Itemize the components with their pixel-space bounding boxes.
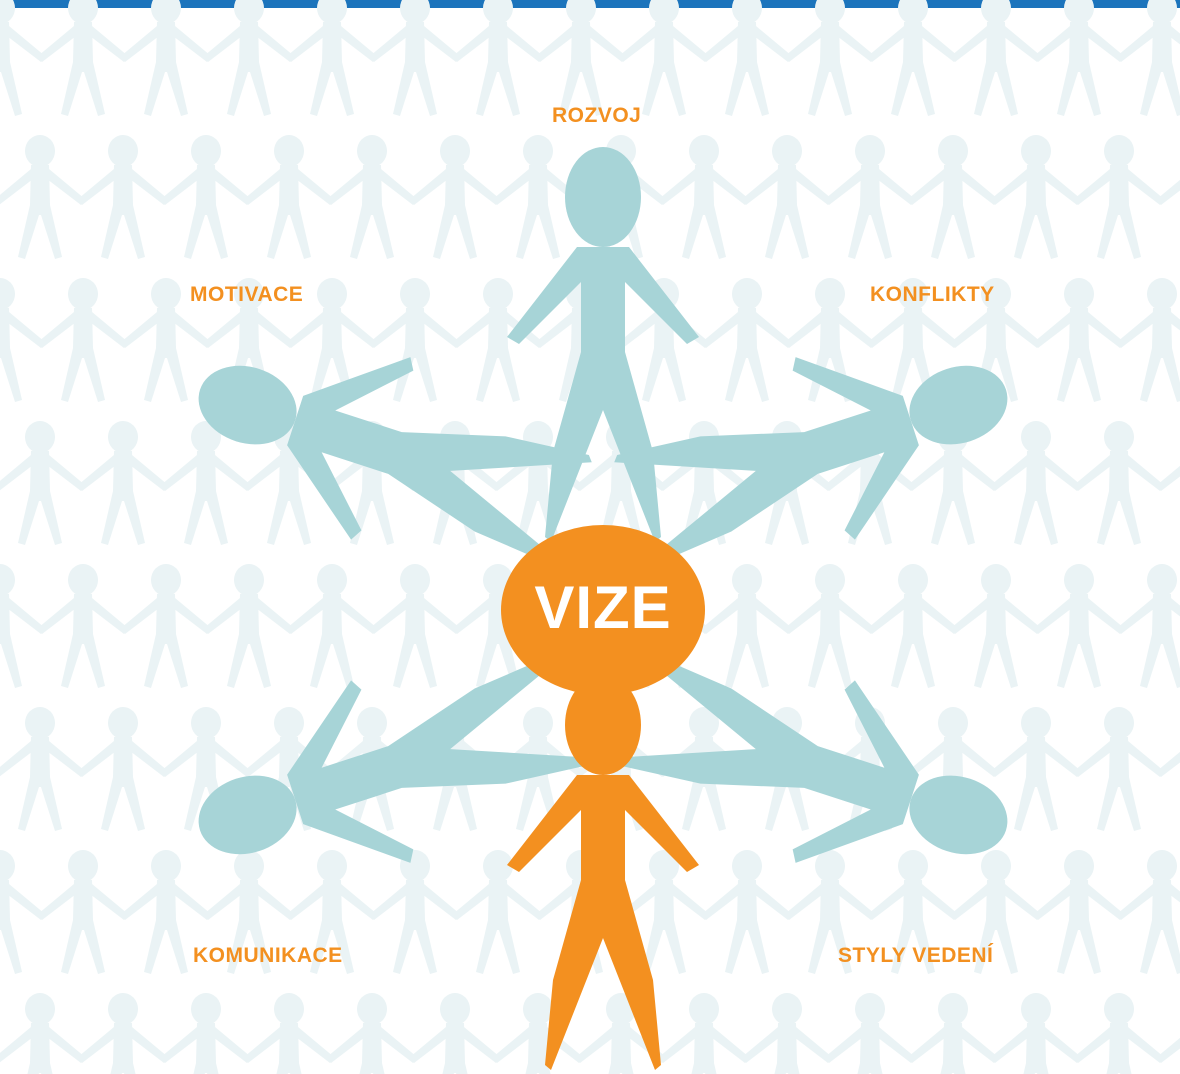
figure-bottom-orange-person-icon [507, 675, 699, 1070]
label-lower-right: STYLY VEDENÍ [838, 944, 994, 967]
figure-top-person-icon [507, 147, 699, 542]
label-upper-left: MOTIVACE [190, 283, 304, 306]
label-upper-right: KONFLIKTY [870, 283, 995, 306]
center-ellipse [501, 525, 705, 695]
center-label: VIZE [534, 573, 672, 641]
label-top: ROZVOJ [552, 104, 642, 127]
label-lower-left: KOMUNIKACE [193, 944, 343, 967]
